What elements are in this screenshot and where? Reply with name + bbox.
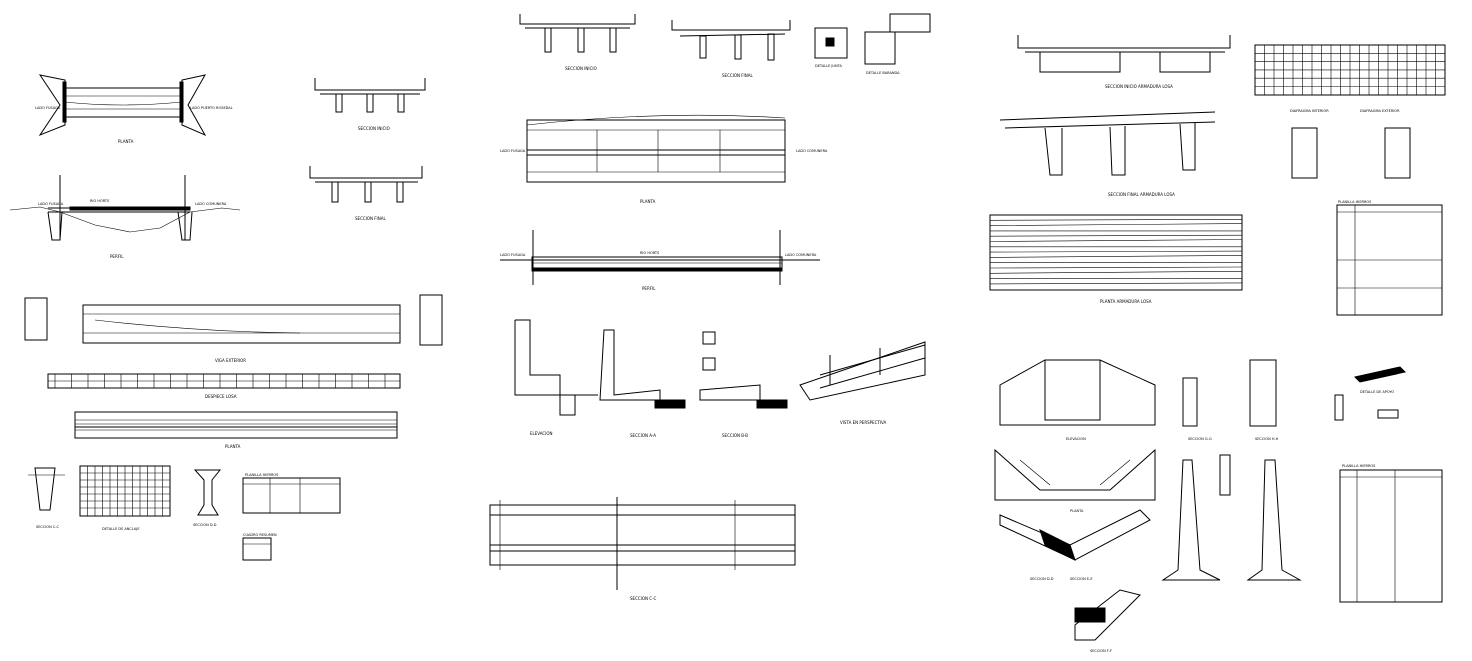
sheet2-elevation: ELEVACION [514,319,598,436]
notes-title: CUADRO RESUMEN [243,533,277,537]
anchorage-grid-detail: DETALLE DE ANCLAJE [79,465,171,531]
s3-diaphragm-int: DIAFRAGMA INTERIOR [1290,109,1329,113]
deck-plan-title: PLANTA [225,444,241,449]
deck-plan: PLANTA [74,411,398,449]
perspective-view: VISTA EN PERSPECTIVA [799,341,926,425]
deck-bar-line [989,234,1243,237]
deck-bar-line [989,255,1243,258]
profile-river: RIO HORTS [90,199,110,203]
section-dd-ee: SECCION D-D SECCION E-E SECCION F-F [999,509,1151,653]
deck-bar-line [989,250,1243,253]
rebar-table-1: PLANILLA HIERROS CUADRO RESUMEN [242,473,341,561]
sheet-2: SECCION INICIO SECCION FINAL DETALLE JUN… [489,13,931,601]
deck-bar-line [989,223,1243,226]
profile-title: PERFIL [110,254,124,259]
sheet2-section-bb: SECCION B-B [699,331,788,438]
sec-a-title: SECCION C-C [36,525,60,529]
plan-title: PLANTA [118,139,134,144]
rail-detail: DETALLE BARANDA [864,13,931,75]
deck-bar-line [989,219,1243,221]
section-dd-detail: SECCION D-D [193,469,222,527]
s2-section-aa: SECCION A-A [630,433,656,438]
sheet2-profile: PERFIL RIO HORTS LADO FUSAGA LADO COMUNE… [500,230,820,291]
profile-left: LADO FUSAGA [38,202,64,206]
s3-table-title-1: PLANILLA HIERROS [1338,200,1372,204]
diaphragm-detail: DIAFRAGMA INTERIOR DIAFRAGMA EXTERIOR [1254,44,1446,179]
s3-section-hh: SECCION H-H [1255,437,1279,441]
s3-section-ff: SECCION F-F [1090,649,1112,653]
sheet3-section-start: SECCION INICIO ARMADURA LOSA [1017,35,1231,89]
s3-section-end: SECCION FINAL ARMADURA LOSA [1108,192,1175,197]
detail-joint: DETALLE JUNTA [815,64,842,68]
detail-rail: DETALLE BARANDA [866,71,900,75]
section-start-title: SECCION INICIO [358,126,390,131]
s3-section-start: SECCION INICIO ARMADURA LOSA [1105,84,1173,89]
s3-section-gg: SECCION G-G [1188,437,1212,441]
s3-detail-support: DETALLE DE APOYO [1360,390,1394,394]
sheet3-deck-plan: PLANTA ARMADURA LOSA [989,214,1243,304]
s3-abutment-plan: PLANTA [1070,509,1084,513]
bar-schedule-table: DESPIECE LOSA [47,373,401,399]
cross-section-start: SECCION INICIO [314,78,426,131]
s2-section-start: SECCION INICIO [565,66,597,71]
s2-profile-title: PERFIL [642,286,656,291]
sheet2-plan: PLANTA LADO FUSAGA LADO COMUNERA [500,114,828,204]
s3-diaphragm-ext: DIAFRAGMA EXTERIOR [1360,109,1400,113]
rebar-table-2: PLANILLA HIERROS [1336,200,1443,316]
s3-section-ee: SECCION E-E [1070,577,1093,581]
s2-profile-right: LADO COMUNERA [785,253,817,257]
bridge-plan-view: PLANTA LADO FUSAGA LADO PUERTO ROSEDAL [35,74,233,144]
deck-bar-line [989,270,1243,274]
s2-plan-right: LADO COMUNERA [796,149,828,153]
rebar-table-3: PLANILLA HIERROS [1339,464,1443,603]
s2-profile-left: LADO FUSAGA [500,253,526,257]
support-detail: DETALLE DE APOYO [1334,366,1406,421]
s3-section-dd: SECCION D-D [1030,577,1054,581]
profile-right: LADO COMUNERA [195,202,227,206]
section-end-title: SECCION FINAL [355,216,386,221]
s3-abutment-elev: ELEVACION [1066,437,1086,441]
deck-bar-line [989,282,1243,285]
s2-section-bb: SECCION B-B [722,433,748,438]
s2-profile-river: RIO HORTS [640,251,660,255]
s3-deck-plan: PLANTA ARMADURA LOSA [1100,299,1152,304]
perspective-title: VISTA EN PERSPECTIVA [840,420,886,425]
beam-elevation: VIGA EXTERIOR [24,294,443,363]
bridge-profile: PERFIL RIO HORTS LADO FUSAGA LADO COMUNE… [9,175,241,259]
deck-bar-line [989,239,1243,242]
sec-b-title: DETALLE DE ANCLAJE [102,527,140,531]
s2-section-cc: SECCION C-C [630,596,656,601]
s2-section-end: SECCION FINAL [722,73,753,78]
sheet-1: PLANTA LADO FUSAGA LADO PUERTO ROSEDAL S… [9,74,443,561]
schedule-title: DESPIECE LOSA [205,394,237,399]
plan-left-label: LADO FUSAGA [35,106,61,110]
sheet2-section-end: SECCION FINAL [671,20,791,78]
plan-right-label: LADO PUERTO ROSEDAL [190,106,233,110]
abutment-elevation: ELEVACION [999,359,1156,441]
sheet2-section-aa: SECCION A-A [599,329,686,438]
cross-section-end: SECCION FINAL [309,166,423,221]
section-cc-detail: SECCION C-C [28,467,65,529]
s3-table-title-2: PLANILLA HIERROS [1342,464,1376,468]
sec-c-title: SECCION D-D [193,523,217,527]
sheet-3: SECCION INICIO ARMADURA LOSA SECCION FIN… [989,35,1446,653]
beam-title: VIGA EXTERIOR [215,358,246,363]
s2-plan-left: LADO FUSAGA [500,149,526,153]
deck-bar-line [989,266,1243,269]
wall-sections: SECCION G-G SECCION H-H [1161,359,1302,581]
s2-elevation-title: ELEVACION [530,431,553,436]
table-title: PLANILLA HIERROS [245,473,279,477]
abutment-plan: PLANTA [994,448,1156,513]
sheet2-section-cc: SECCION C-C [489,497,796,601]
sheet3-section-end: SECCION FINAL ARMADURA LOSA [999,111,1216,197]
s2-plan-title: PLANTA [640,199,656,204]
joint-detail: DETALLE JUNTA [814,27,848,68]
sheet2-section-start: SECCION INICIO [519,14,636,71]
